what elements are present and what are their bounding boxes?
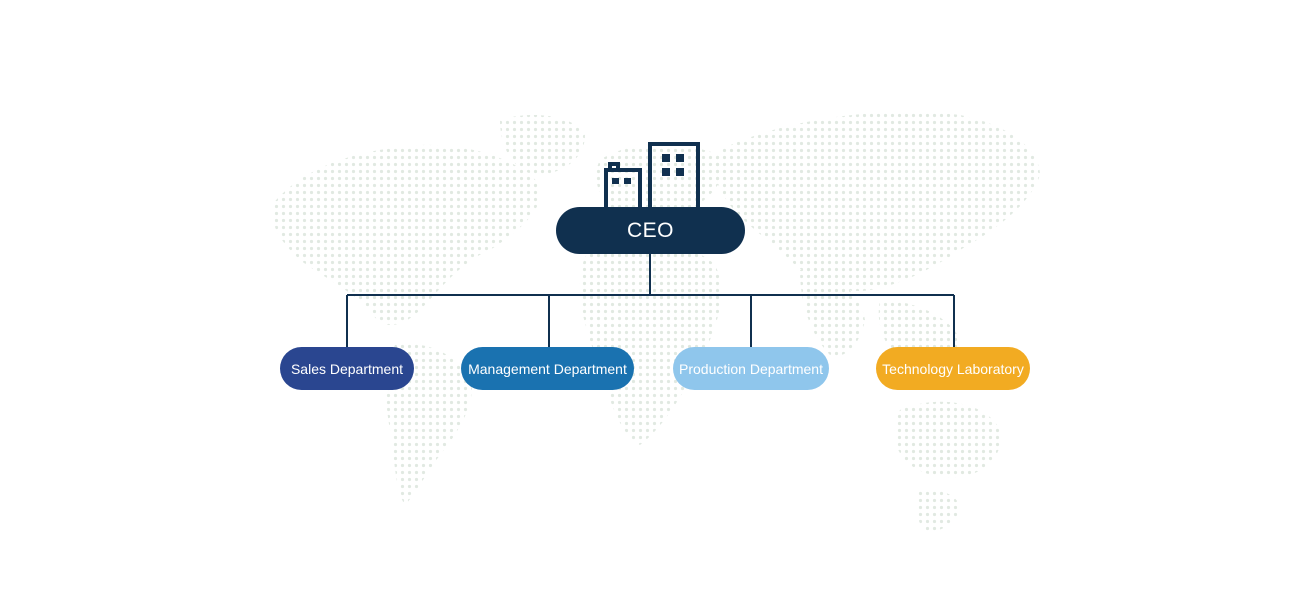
department-technology: Technology Laboratory — [876, 347, 1030, 390]
department-production: Production Department — [673, 347, 829, 390]
department-label: Sales Department — [290, 360, 404, 377]
connector-lines — [346, 254, 955, 347]
department-label: Technology Laboratory — [882, 360, 1024, 377]
ceo-node: CEO — [556, 207, 745, 254]
department-label: Production Department — [679, 360, 823, 377]
department-management: Management Department — [461, 347, 634, 390]
ceo-label: CEO — [626, 218, 674, 242]
department-label: Management Department — [468, 360, 627, 377]
building-icon — [604, 142, 700, 208]
department-sales: Sales Department — [280, 347, 414, 390]
